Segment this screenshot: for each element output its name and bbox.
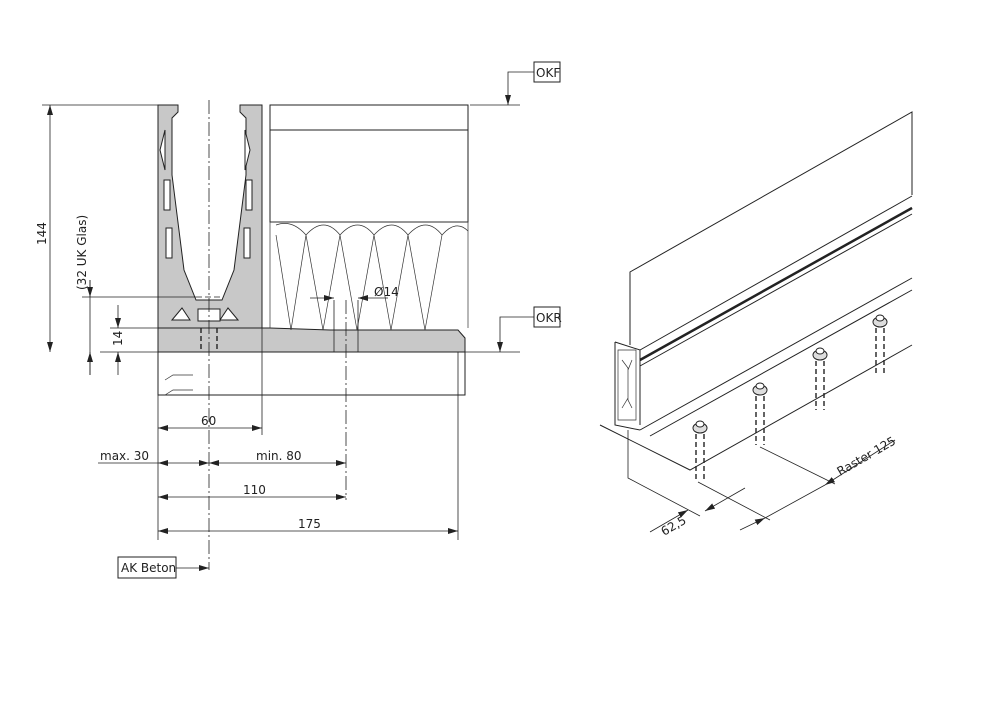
max-edge-label: max. 30 <box>100 449 149 463</box>
isometric-view: 62,5 Raster 125 <box>599 111 913 539</box>
height-total-label: 144 <box>35 222 49 245</box>
insulation-layer <box>269 221 469 328</box>
floor-screed <box>269 104 469 131</box>
profile-iso <box>614 195 913 431</box>
profile-end-face <box>617 349 637 421</box>
profile-cavities <box>159 129 253 321</box>
anchor-hidden <box>200 328 218 352</box>
anchor-bolts <box>692 314 888 480</box>
concrete-edge-label: AK Beton <box>121 561 176 575</box>
section-view: Ø14 OKF OKR 144 (32 UK Glas) 14 60 max. … <box>35 61 562 579</box>
glass-panel <box>629 111 913 345</box>
okf-label: OKF <box>536 66 560 80</box>
hole-diameter-label: Ø14 <box>374 285 399 299</box>
glass-bottom-label: (32 UK Glas) <box>75 215 89 290</box>
profile-width-label: 60 <box>201 414 216 428</box>
min-edge-label: min. 80 <box>256 449 302 463</box>
concrete-slab <box>157 351 466 396</box>
break-lines <box>164 374 193 396</box>
base-plate-iso <box>599 277 913 471</box>
okr-label: OKR <box>536 311 562 325</box>
end-dist-label: 62,5 <box>659 513 689 538</box>
u-profile <box>157 104 263 329</box>
slab-width-label: 175 <box>298 517 321 531</box>
insulation-pattern <box>275 223 469 331</box>
base-height-label: 14 <box>111 331 125 346</box>
base-slab <box>157 327 466 353</box>
floor-layer <box>269 129 469 223</box>
anchor-dist-label: 110 <box>243 483 266 497</box>
raster-label: Raster 125 <box>835 434 899 479</box>
